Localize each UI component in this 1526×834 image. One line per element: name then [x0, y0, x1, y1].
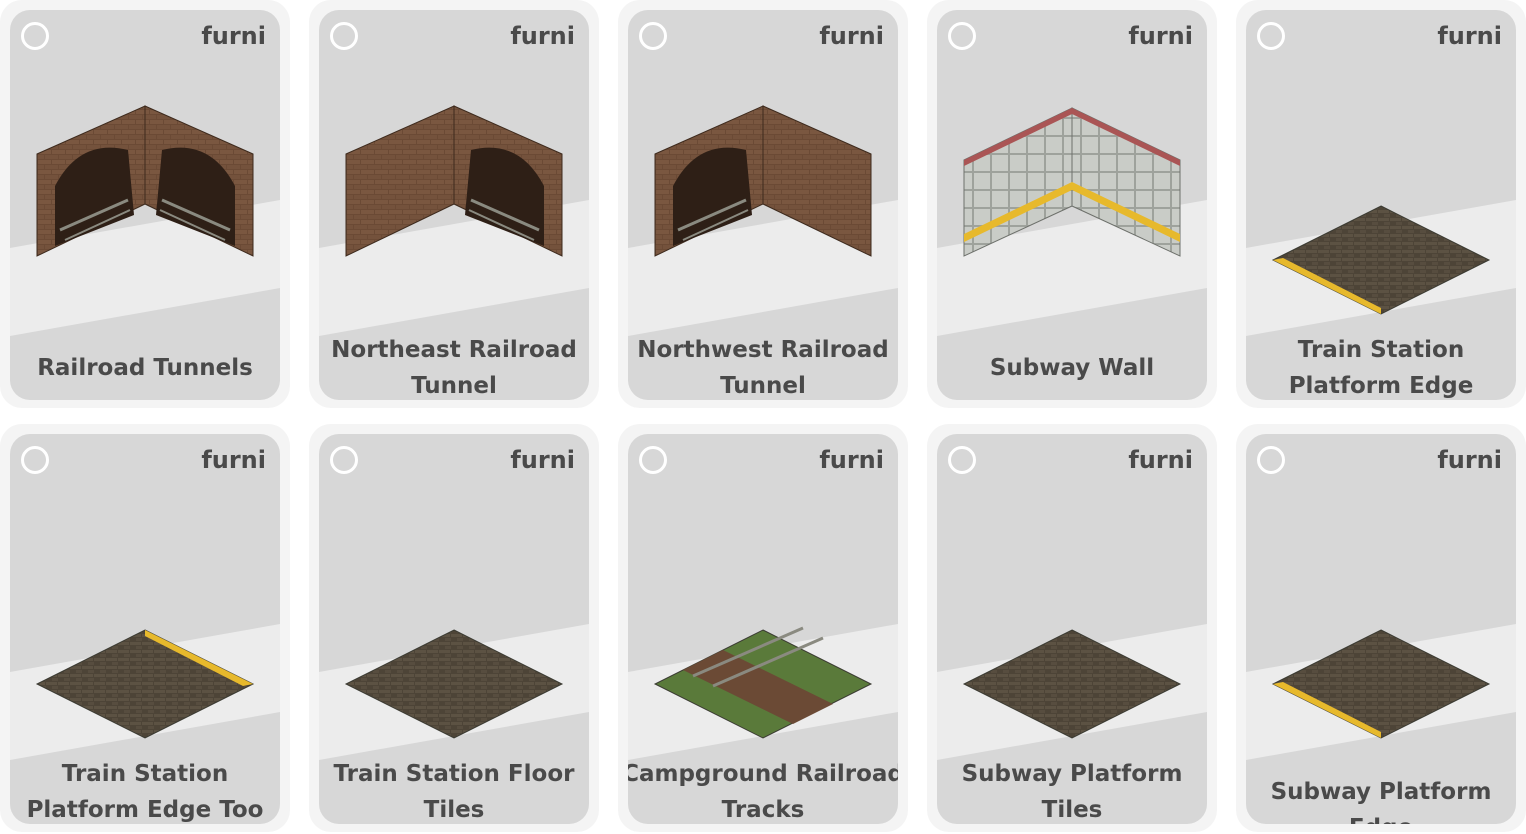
furni-title: Train Station Platform Edge Too: [26, 761, 264, 823]
furni-title: Train Station Platform Edge: [1288, 337, 1474, 399]
furni-title: Northwest Railroad Tunnel: [637, 337, 889, 399]
select-radio-icon[interactable]: [330, 446, 358, 474]
select-radio-icon[interactable]: [948, 22, 976, 50]
furni-image: [10, 624, 280, 760]
furni-image: [937, 624, 1207, 760]
select-radio-icon[interactable]: [1257, 446, 1285, 474]
select-radio-icon[interactable]: [1257, 22, 1285, 50]
furni-title: Campground Railroad Tracks: [628, 761, 898, 823]
select-radio-icon[interactable]: [21, 22, 49, 50]
furni-title: Subway Wall: [989, 355, 1155, 381]
furni-badge: furni: [1128, 446, 1193, 474]
furni-title: Railroad Tunnels: [37, 355, 253, 381]
furni-badge: furni: [819, 446, 884, 474]
furni-image: [1246, 624, 1516, 760]
furni-title: Northeast Railroad Tunnel: [331, 337, 577, 399]
furni-badge: furni: [1128, 22, 1193, 50]
furni-badge: furni: [819, 22, 884, 50]
furni-title: Subway Platform Tiles: [961, 761, 1183, 823]
select-radio-icon[interactable]: [948, 446, 976, 474]
furni-badge: furni: [201, 446, 266, 474]
furni-image: [319, 105, 589, 336]
furni-title: Subway Platform Edge: [1270, 779, 1492, 824]
furni-image: [937, 107, 1207, 336]
furni-image: [319, 624, 589, 760]
furni-badge: furni: [510, 446, 575, 474]
furni-image: [10, 105, 280, 336]
furni-title: Train Station Floor Tiles: [333, 761, 575, 823]
furni-badge: furni: [510, 22, 575, 50]
furni-badge: furni: [1437, 446, 1502, 474]
select-radio-icon[interactable]: [639, 22, 667, 50]
furni-image: [1246, 200, 1516, 336]
select-radio-icon[interactable]: [21, 446, 49, 474]
furni-image: [628, 105, 898, 336]
select-radio-icon[interactable]: [639, 446, 667, 474]
furni-badge: furni: [201, 22, 266, 50]
furni-badge: furni: [1437, 22, 1502, 50]
furni-image: [628, 624, 898, 760]
select-radio-icon[interactable]: [330, 22, 358, 50]
